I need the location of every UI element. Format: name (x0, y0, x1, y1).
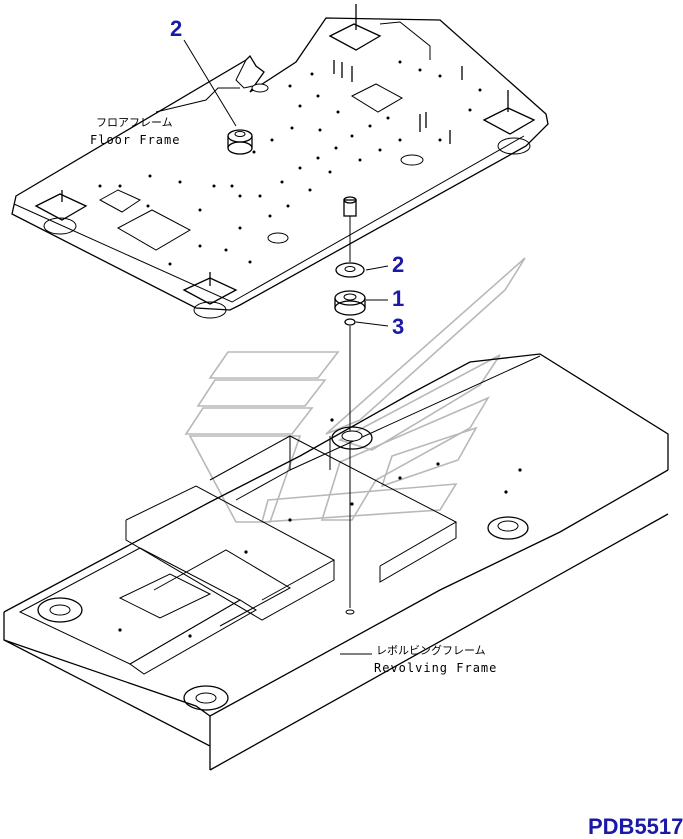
drawing-code: PDB5517 (588, 814, 683, 839)
callout-1-mount: 1 (392, 286, 404, 311)
corner-mount-left (34, 190, 88, 235)
callout-2-washer: 2 (392, 252, 404, 277)
mounting-bolt (344, 318, 356, 326)
exploded-parts (227, 129, 366, 615)
leader-lines (155, 39, 389, 655)
rubber-washer (335, 262, 365, 278)
floor-frame-holes (98, 60, 482, 266)
corner-mount-right (482, 90, 536, 155)
callout-2-top-left: 2 (170, 16, 182, 41)
floor-frame-label-en: Floor Frame (90, 133, 180, 147)
revolving-frame-label-en: Revolving Frame (374, 661, 497, 675)
floor-frame (11, 4, 549, 319)
callout-3-bolt: 3 (392, 314, 404, 339)
corner-mount-top (328, 4, 382, 51)
spacer-pin (343, 196, 357, 217)
floor-frame-label-jp: フロアフレーム (96, 116, 173, 129)
revolving-frame (3, 353, 669, 771)
rubber-washer-top-left (227, 129, 253, 155)
revolving-frame-label-jp: レボルビングフレーム (376, 643, 486, 657)
corner-mount-bottom (182, 272, 238, 319)
rubber-mount (334, 290, 366, 316)
